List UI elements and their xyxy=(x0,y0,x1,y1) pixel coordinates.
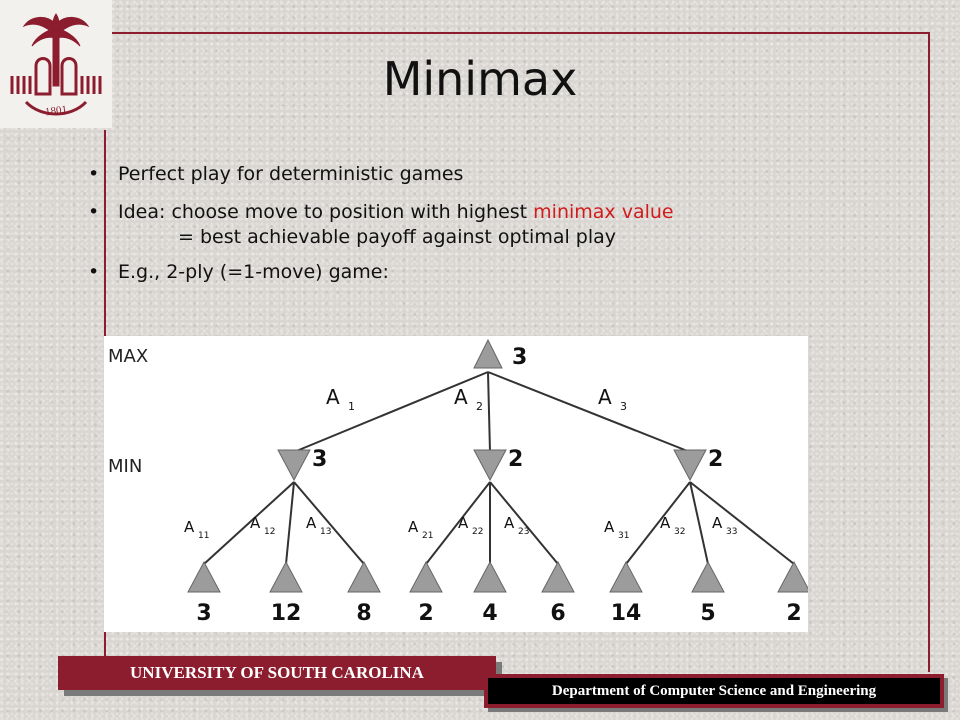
action-label: A xyxy=(712,514,723,532)
bullet-item: • E.g., 2-ply (=1-move) game: xyxy=(88,258,908,286)
action-label: A xyxy=(598,385,612,409)
bullet-item: • Perfect play for deterministic games xyxy=(88,160,908,188)
action-subscript: 2 xyxy=(476,400,483,413)
action-subscript: 22 xyxy=(472,527,483,537)
bullet-highlight: minimax value xyxy=(533,201,674,223)
node-value: 3 xyxy=(312,447,327,472)
action-label: A xyxy=(458,514,469,532)
min-node xyxy=(673,449,707,482)
action-label: A xyxy=(604,518,615,536)
leaf-value: 14 xyxy=(611,601,642,626)
action-label: A xyxy=(504,514,515,532)
leaf-node xyxy=(691,560,725,593)
action-label: A xyxy=(326,385,340,409)
tree-edge xyxy=(487,371,691,453)
action-subscript: 12 xyxy=(264,527,275,537)
max-node xyxy=(473,338,503,369)
leaf-value: 8 xyxy=(356,601,371,626)
node-value: 3 xyxy=(512,345,527,370)
tree-edge xyxy=(689,481,709,565)
bullet-dot: • xyxy=(88,261,100,283)
footer-department: Department of Computer Science and Engin… xyxy=(488,678,940,704)
bullet-dot: • xyxy=(88,201,100,223)
tree-edge xyxy=(203,481,295,565)
action-subscript: 13 xyxy=(320,527,331,537)
leaf-value: 2 xyxy=(786,601,801,626)
leaf-node xyxy=(269,560,303,593)
footer-department-box: Department of Computer Science and Engin… xyxy=(484,674,944,708)
action-subscript: 1 xyxy=(348,400,355,413)
leaf-value: 3 xyxy=(196,601,211,626)
action-label: A xyxy=(408,518,419,536)
tree-edge xyxy=(293,481,365,565)
action-subscript: 32 xyxy=(674,527,685,537)
action-subscript: 3 xyxy=(620,400,627,413)
slide-title: Minimax xyxy=(382,52,578,106)
leaf-node xyxy=(409,560,443,593)
bullet-text: Idea: choose move to position with highe… xyxy=(118,201,534,223)
tree-edge xyxy=(625,481,691,565)
bullet-dot: • xyxy=(88,163,100,185)
leaf-node xyxy=(347,560,381,593)
leaf-value: 12 xyxy=(271,601,302,626)
bullet-text: Perfect play for deterministic games xyxy=(118,163,464,185)
leaf-node xyxy=(777,560,811,593)
node-value: 2 xyxy=(708,447,723,472)
bullet-text: E.g., 2-ply (=1-move) game: xyxy=(118,261,389,283)
node-value: 2 xyxy=(508,447,523,472)
min-node xyxy=(473,449,507,482)
tree-edge xyxy=(293,371,489,453)
bullet-continuation: = best achievable payoff against optimal… xyxy=(178,226,617,248)
min-level-label: MIN xyxy=(108,456,142,477)
tree-edge xyxy=(489,481,559,565)
action-subscript: 31 xyxy=(618,531,629,541)
action-subscript: 33 xyxy=(726,527,737,537)
logo-year: 1801 xyxy=(44,104,67,119)
action-subscript: 23 xyxy=(518,527,529,537)
min-node xyxy=(277,449,311,482)
frame-line-right xyxy=(928,32,930,672)
action-label: A xyxy=(454,385,468,409)
tree-edge xyxy=(689,481,795,565)
leaf-value: 2 xyxy=(418,601,433,626)
bullet-list: • Perfect play for deterministic games •… xyxy=(88,160,908,296)
leaf-node xyxy=(541,560,575,593)
tree-edge xyxy=(425,481,491,565)
leaf-node xyxy=(187,560,221,593)
footer-university: UNIVERSITY OF SOUTH CAROLINA xyxy=(58,656,496,690)
university-logo: 1801 xyxy=(0,0,112,128)
leaf-node xyxy=(473,560,507,593)
action-label: A xyxy=(250,514,261,532)
bullet-item: • Idea: choose move to position with hig… xyxy=(88,198,908,248)
leaf-node xyxy=(609,560,643,593)
frame-line-top xyxy=(104,32,930,34)
action-label: A xyxy=(660,514,671,532)
max-level-label: MAX xyxy=(108,346,148,367)
tree-edge xyxy=(487,371,491,453)
palmetto-seal-icon: 1801 xyxy=(10,13,102,119)
action-label: A xyxy=(184,518,195,536)
tree-edge xyxy=(285,481,295,565)
action-label: A xyxy=(306,514,317,532)
leaf-value: 4 xyxy=(482,601,497,626)
leaf-value: 6 xyxy=(550,601,565,626)
action-subscript: 21 xyxy=(422,531,433,541)
action-subscript: 11 xyxy=(198,531,209,541)
leaf-value: 5 xyxy=(700,601,715,626)
